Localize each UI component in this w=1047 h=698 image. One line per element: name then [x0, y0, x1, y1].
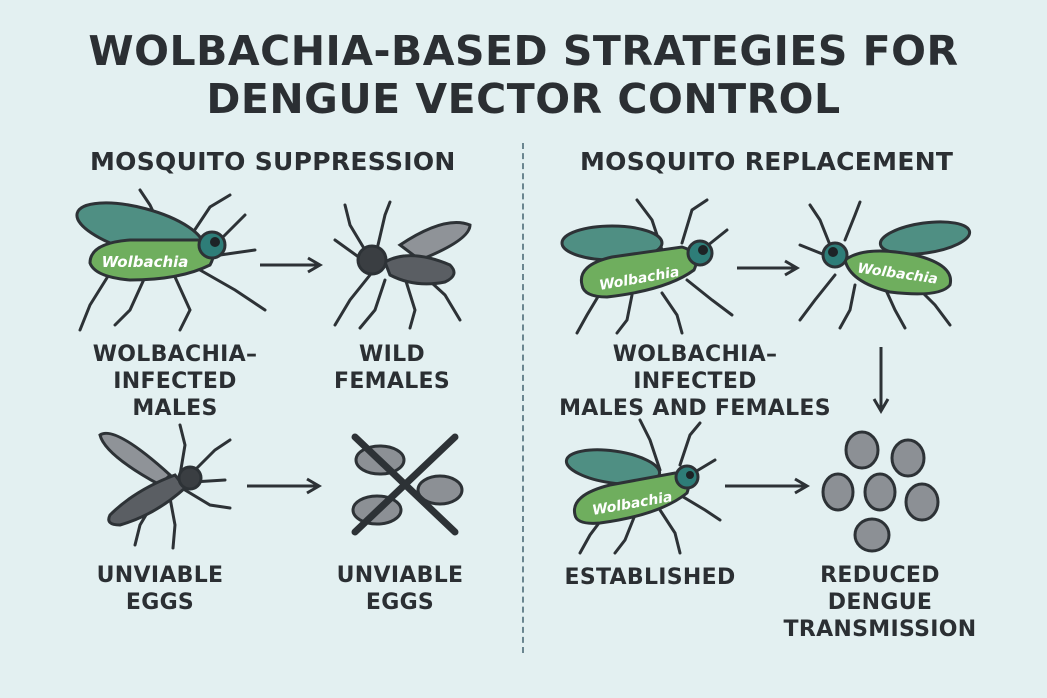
- section-divider: [522, 143, 524, 653]
- infected-males-and-females-label: WOLBACHIA–INFECTED MALES AND FEMALES: [555, 342, 835, 422]
- wild-females-label: WILD FEMALES: [322, 342, 462, 396]
- infected-pair-label-line-1: WOLBACHIA–INFECTED: [612, 342, 778, 394]
- diagram-title-line-1: WOLBACHIA-BASED STRATEGIES FOR: [88, 27, 959, 75]
- infected-male-mosquito-icon: Wolbachia: [75, 188, 267, 332]
- reduced-transmission-label: REDUCED DENGUE TRANSMISSION: [770, 563, 990, 643]
- wild-female-mosquito-icon: [333, 200, 472, 330]
- established-label: ESTABLISHED: [564, 565, 736, 590]
- reduced-label-line-1: REDUCED: [820, 563, 940, 588]
- replacement-heading: MOSQUITO REPLACEMENT: [580, 147, 954, 176]
- unviable-eggs-right-label: UNVIABLE EGGS: [330, 563, 470, 617]
- reduced-label-line-3: TRANSMISSION: [783, 616, 977, 642]
- infected-mosquito-icon: Wolbachia: [798, 200, 972, 330]
- infected-males-label: WOLBACHIA– INFECTED MALES: [80, 342, 270, 422]
- suppression-heading: MOSQUITO SUPPRESSION: [90, 147, 456, 176]
- reduced-label-line-2: DENGUE: [827, 589, 933, 615]
- crossed-out-eggs-icon: [351, 433, 464, 536]
- arrow-down-icon: [872, 347, 890, 414]
- unviable-eggs-left-label: UNVIABLE EGGS: [95, 563, 225, 617]
- arrow-right-icon: [737, 259, 800, 277]
- wild-females-label-line-2: FEMALES: [334, 368, 450, 394]
- wolbachia-text: Wolbachia: [102, 253, 189, 271]
- arrow-right-icon: [247, 477, 322, 495]
- arrow-right-icon: [260, 256, 323, 274]
- wild-mosquito-icon: [98, 423, 232, 550]
- unviable-eggs-right-line-1: UNVIABLE: [336, 563, 464, 588]
- unviable-eggs-left-line-2: EGGS: [125, 589, 195, 615]
- arrow-right-icon: [725, 477, 810, 495]
- infected-males-label-line-2: INFECTED MALES: [113, 368, 237, 421]
- unviable-eggs-left-line-1: UNVIABLE: [96, 563, 224, 588]
- infected-pair-label-line-2: MALES AND FEMALES: [559, 395, 831, 421]
- wild-females-label-line-1: WILD: [359, 342, 425, 367]
- diagram-title-line-2: DENGUE VECTOR CONTROL: [206, 75, 841, 123]
- established-infected-mosquito-icon: Wolbachia: [564, 418, 722, 555]
- infected-males-label-line-1: WOLBACHIA–: [92, 342, 258, 367]
- unviable-eggs-right-line-2: EGGS: [365, 589, 435, 615]
- egg-cluster-icon: [821, 430, 940, 553]
- infected-mosquito-icon: Wolbachia: [560, 198, 734, 335]
